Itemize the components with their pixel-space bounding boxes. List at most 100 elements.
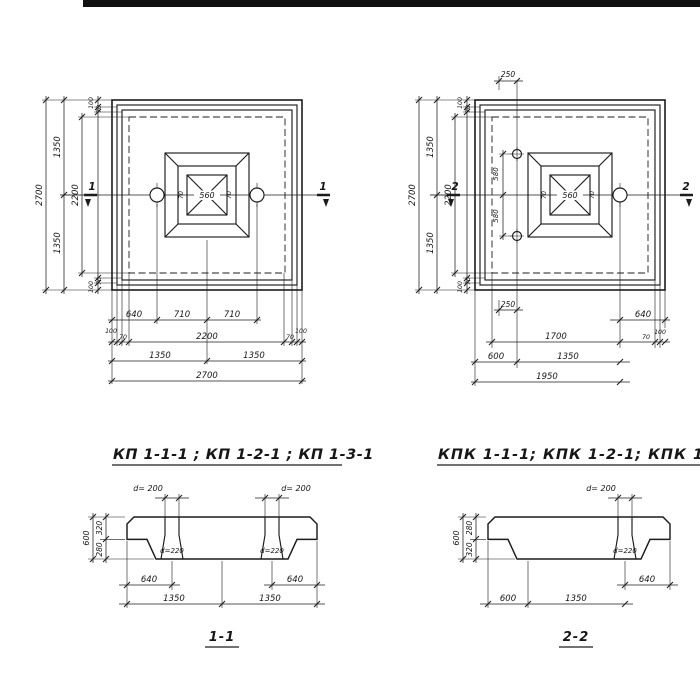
dim-1350-b: 1350 — [243, 351, 265, 361]
section-1-1: КП 1-1-1 ; КП 1-2-1 ; КП 1-3-1 d= 200 d=… — [82, 447, 374, 648]
dimension-lines — [462, 497, 678, 605]
socket-corner-edges — [164, 152, 250, 238]
dim-socket-off-right: 70 — [589, 191, 596, 199]
tapered-holes — [160, 517, 284, 560]
dim-70-l: 70 — [119, 334, 127, 341]
hidden-contour-2200 — [128, 116, 286, 274]
dim-1350-right: 1350 — [259, 594, 281, 604]
dim-d220: d=220 — [613, 547, 637, 555]
dim-100-r: 100 — [295, 328, 307, 335]
hidden-contour-2200 — [491, 116, 649, 274]
dim-ticks — [415, 77, 669, 386]
dim-d200-left: d= 200 — [133, 484, 163, 493]
dim-edge-bot-b: 100 — [457, 281, 464, 293]
socket-outer-square — [164, 152, 250, 238]
dim-d220-right: d=220 — [260, 547, 284, 555]
dimension-lines — [45, 96, 306, 382]
label-mask — [557, 190, 583, 200]
dim-edge-top-a: 100 — [457, 97, 464, 109]
dim-ticks — [459, 494, 674, 608]
dim-d220-left: d=220 — [160, 547, 184, 555]
small-hole-axes — [510, 147, 524, 243]
dim-height-upper: 320 — [95, 521, 104, 536]
outer-contour — [474, 99, 666, 291]
dim-half-top: 1350 — [426, 136, 436, 158]
inner-edge-contour — [484, 109, 656, 281]
dim-70-r: 70 — [642, 334, 650, 341]
dim-d200-right: d= 200 — [281, 484, 311, 493]
dim-d200: d= 200 — [586, 484, 616, 493]
section-mark-right: 2 — [682, 181, 689, 193]
dim-edge-bot-a: 70 — [96, 277, 103, 285]
dim-2700-bottom: 2700 — [196, 371, 218, 381]
dim-1350: 1350 — [557, 352, 579, 362]
socket-inner-square — [186, 174, 228, 216]
plan-right: 560 70 70 2700 1350 1350 2200 100 70 70 … — [408, 70, 693, 386]
dim-2200-bottom: 2200 — [196, 332, 218, 342]
edge-step-contour — [479, 104, 661, 286]
dim-1350-a: 1350 — [149, 351, 171, 361]
dim-ticks — [89, 494, 321, 608]
dimension-lines — [92, 497, 325, 605]
scan-top-bar — [83, 0, 700, 7]
tapered-hole — [613, 517, 637, 560]
section-mark-left: 2 — [451, 181, 458, 193]
dim-710-b: 710 — [224, 310, 240, 320]
dim-socket-off-left: 70 — [178, 191, 185, 199]
dim-1350: 1350 — [565, 594, 587, 604]
dim-half-bottom: 1350 — [426, 232, 436, 254]
dim-outer: 2700 — [35, 184, 45, 206]
slab-outline — [126, 516, 318, 560]
dim-height-total: 600 — [82, 530, 91, 545]
dim-inner: 2200 — [444, 184, 454, 206]
section-label: 2-2 — [563, 630, 590, 645]
plan-left: 560 70 70 2700 1350 1350 2200 100 70 70 … — [35, 96, 330, 385]
dim-edge-top-b: 70 — [96, 105, 103, 113]
edge-step-contour — [116, 104, 298, 286]
dim-640: 640 — [126, 310, 142, 320]
extension-lines — [458, 494, 671, 608]
dim-outer: 2700 — [408, 184, 418, 206]
dim-edge-top-a: 100 — [88, 97, 95, 109]
dim-1700: 1700 — [545, 332, 567, 342]
socket-corner-edges — [527, 152, 613, 238]
dim-socket-size: 560 — [199, 191, 214, 200]
dim-socket-size: 560 — [562, 191, 577, 200]
dim-600: 600 — [500, 594, 516, 604]
socket-mid-square — [177, 165, 237, 225]
hole-right — [249, 187, 265, 203]
dim-1950: 1950 — [536, 372, 558, 382]
dim-hole-offset-top: 580 — [492, 167, 500, 181]
dim-socket-off-right: 70 — [226, 191, 233, 199]
dim-hole-offset-bottom: 580 — [492, 209, 500, 223]
outer-contour — [111, 99, 303, 291]
dim-1350-left: 1350 — [163, 594, 185, 604]
socket-outer-square — [527, 152, 613, 238]
hole-right — [612, 187, 628, 203]
marks-title-left: КП 1-1-1 ; КП 1-2-1 ; КП 1-3-1 — [113, 447, 374, 463]
marks-title-right: КПК 1-1-1; КПК 1-2-1; КПК 1-3-1 — [438, 447, 700, 463]
dim-250-top: 250 — [501, 70, 516, 79]
dim-edge-bot-a: 70 — [465, 277, 472, 285]
extension-lines — [415, 76, 666, 386]
dim-half-bottom: 1350 — [53, 232, 63, 254]
dim-640: 640 — [635, 310, 651, 320]
section-2-2: КПК 1-1-1; КПК 1-2-1; КПК 1-3-1 d= 200 d… — [437, 447, 700, 648]
dim-socket-off-left: 70 — [541, 191, 548, 199]
dim-70-r: 70 — [286, 334, 294, 341]
dim-height-total: 600 — [452, 530, 461, 545]
dim-100-l: 100 — [105, 328, 117, 335]
inner-edge-contour — [121, 109, 293, 281]
label-mask — [194, 190, 220, 200]
dim-640: 640 — [639, 575, 655, 585]
socket-mid-square — [540, 165, 600, 225]
extension-lines — [42, 99, 303, 384]
section-mark-right: 1 — [319, 181, 326, 193]
section-mark-left: 1 — [88, 181, 95, 193]
dim-edge-top-b: 70 — [465, 105, 472, 113]
section-label: 1-1 — [209, 630, 236, 645]
dim-inner: 2200 — [71, 184, 81, 206]
dim-640-right: 640 — [287, 575, 303, 585]
dim-height-lower: 320 — [465, 542, 474, 557]
